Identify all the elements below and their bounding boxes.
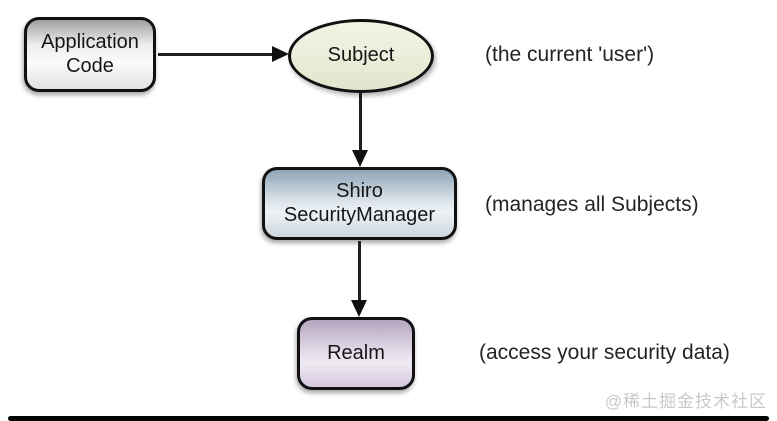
- annotation-realm: (access your security data): [479, 341, 730, 364]
- node-shiro-security-manager-label: Shiro SecurityManager: [283, 179, 436, 226]
- node-shiro-security-manager: Shiro SecurityManager: [262, 167, 457, 240]
- node-subject: Subject: [288, 19, 434, 93]
- node-realm: Realm: [297, 317, 415, 390]
- node-application-code-label: Application Code: [41, 30, 139, 77]
- image-bottom-border: [8, 416, 769, 421]
- node-subject-label: Subject: [327, 44, 395, 67]
- watermark-juejin-community: @稀土掘金技术社区: [604, 392, 767, 411]
- connector-securitymanager-to-realm: [358, 241, 361, 300]
- arrow-down-icon: [352, 150, 368, 167]
- connector-appcode-to-subject: [158, 53, 274, 56]
- arrow-down-icon: [351, 300, 367, 317]
- annotation-subject: (the current 'user'): [485, 43, 655, 66]
- annotation-security-manager: (manages all Subjects): [485, 193, 699, 216]
- connector-subject-to-securitymanager: [359, 93, 362, 151]
- node-realm-label: Realm: [327, 341, 385, 364]
- arrow-right-icon: [272, 46, 289, 62]
- node-application-code: Application Code: [24, 17, 156, 92]
